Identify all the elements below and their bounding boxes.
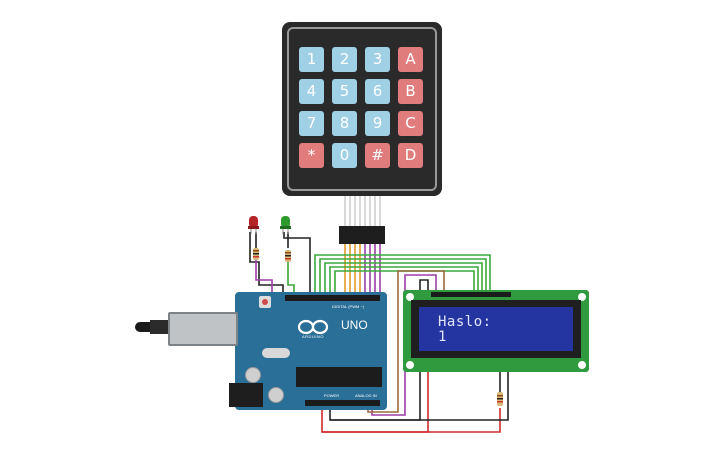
lcd-mount-hole bbox=[406, 293, 414, 301]
power-label: POWER bbox=[324, 393, 340, 398]
lcd-line-1: Haslo: bbox=[438, 314, 492, 330]
lcd-mount-hole bbox=[578, 361, 586, 369]
reset-button[interactable] bbox=[259, 296, 271, 308]
key-5[interactable]: 5 bbox=[332, 79, 357, 104]
key-9[interactable]: 9 bbox=[365, 111, 390, 136]
lcd-mount-hole bbox=[578, 293, 586, 301]
capacitor-icon bbox=[268, 387, 284, 403]
usb-cable bbox=[150, 320, 172, 334]
red-led bbox=[248, 216, 259, 234]
capacitor-icon bbox=[245, 367, 261, 383]
arduino-infinity-logo-icon bbox=[297, 319, 329, 335]
usb-connector bbox=[168, 312, 238, 346]
keypad-ribbon-cable bbox=[339, 196, 385, 244]
keypad-border bbox=[287, 27, 437, 191]
lcd-contrast-resistor bbox=[497, 392, 503, 406]
led-resistor-red bbox=[253, 248, 259, 260]
digital-header bbox=[285, 295, 380, 301]
key-2[interactable]: 2 bbox=[332, 47, 357, 72]
green-led bbox=[280, 216, 291, 234]
led-wiring bbox=[249, 232, 311, 295]
digital-label: DIGITAL (PWM ~) bbox=[332, 304, 365, 309]
lcd-pin-header bbox=[431, 292, 511, 297]
led-resistor-green bbox=[285, 250, 291, 262]
key-3[interactable]: 3 bbox=[365, 47, 390, 72]
key-A[interactable]: A bbox=[398, 47, 423, 72]
usb-cable-end bbox=[135, 322, 151, 332]
key-C[interactable]: C bbox=[398, 111, 423, 136]
key-7[interactable]: 7 bbox=[299, 111, 324, 136]
key-4[interactable]: 4 bbox=[299, 79, 324, 104]
key-1[interactable]: 1 bbox=[299, 47, 324, 72]
power-ground-wires bbox=[321, 372, 509, 433]
key-hash[interactable]: # bbox=[365, 143, 390, 168]
arduino-to-lcd-data-wires bbox=[314, 254, 491, 295]
key-6[interactable]: 6 bbox=[365, 79, 390, 104]
power-jack bbox=[229, 383, 263, 407]
crystal-oscillator bbox=[262, 348, 290, 358]
key-star[interactable]: * bbox=[299, 143, 324, 168]
lcd-screen bbox=[419, 307, 573, 351]
board-model-label: UNO bbox=[341, 318, 368, 332]
key-8[interactable]: 8 bbox=[332, 111, 357, 136]
analog-label: ANALOG IN bbox=[355, 393, 377, 398]
key-D[interactable]: D bbox=[398, 143, 423, 168]
key-0[interactable]: 0 bbox=[332, 143, 357, 168]
key-B[interactable]: B bbox=[398, 79, 423, 104]
lcd-line-2: 1 bbox=[438, 329, 447, 345]
lcd-mount-hole bbox=[406, 361, 414, 369]
power-analog-header bbox=[305, 400, 380, 406]
atmega-chip bbox=[296, 367, 382, 387]
keypad-to-arduino-wires bbox=[344, 244, 381, 295]
board-brand-label: ARDUINO bbox=[302, 334, 324, 339]
